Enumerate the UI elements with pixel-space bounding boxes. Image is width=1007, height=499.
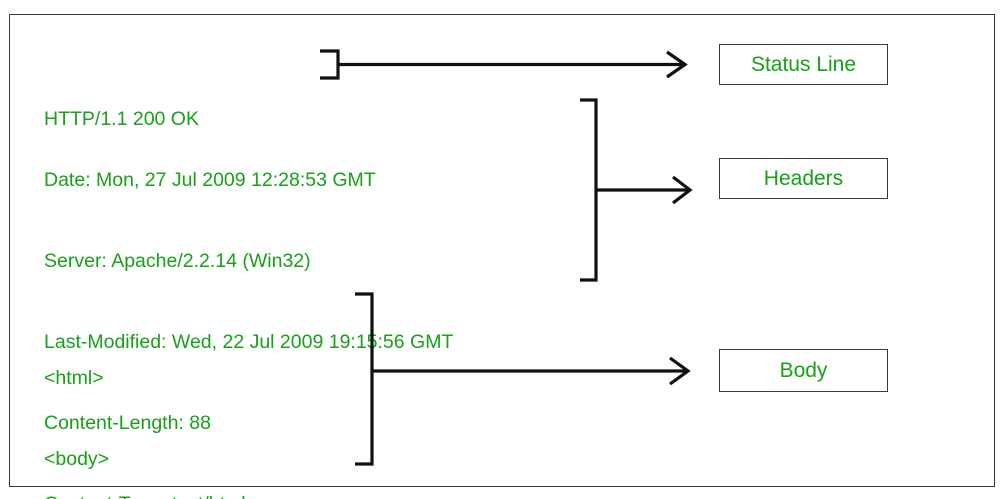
header-line: Date: Mon, 27 Jul 2009 12:28:53 GMT (44, 169, 376, 191)
body-arrow-head (669, 356, 691, 386)
header-line: Content-Type: text/html (44, 491, 453, 499)
label-box-headers-text: Headers (763, 166, 844, 190)
headers-bracket-arrow (580, 98, 693, 282)
diagram-frame (9, 14, 995, 487)
headers-arrow-head (672, 175, 693, 205)
header-line: Server: Apache/2.2.14 (Win32) (44, 250, 311, 272)
status-line-text-block: HTTP/1.1 200 OK (44, 52, 199, 187)
label-box-body-text: Body (779, 358, 828, 382)
body-line: <body> (44, 448, 110, 470)
label-box-body[interactable]: Body (719, 349, 888, 392)
status-line-arrow-head (666, 50, 688, 79)
body-line: <html> (44, 367, 104, 389)
label-box-headers[interactable]: Headers (719, 158, 888, 199)
headers-text-block: Date: Mon, 27 Jul 2009 12:28:53 GMT Serv… (44, 113, 453, 499)
label-box-status-line-text: Status Line (750, 52, 857, 76)
body-text-block: <html> <body> <h1>Hello, World!</h1> </b… (44, 311, 250, 499)
header-line: Content-Length: 88 (44, 412, 211, 434)
label-box-status-line[interactable]: Status Line (719, 44, 888, 85)
status-line-text: HTTP/1.1 200 OK (44, 108, 199, 130)
body-bracket-arrow (355, 292, 691, 466)
header-line: Last-Modified: Wed, 22 Jul 2009 19:15:56… (44, 331, 454, 353)
status-line-bracket (320, 49, 340, 80)
body-bracket (355, 292, 374, 466)
headers-bracket (580, 98, 598, 282)
status-line-bracket-arrow (320, 49, 688, 80)
